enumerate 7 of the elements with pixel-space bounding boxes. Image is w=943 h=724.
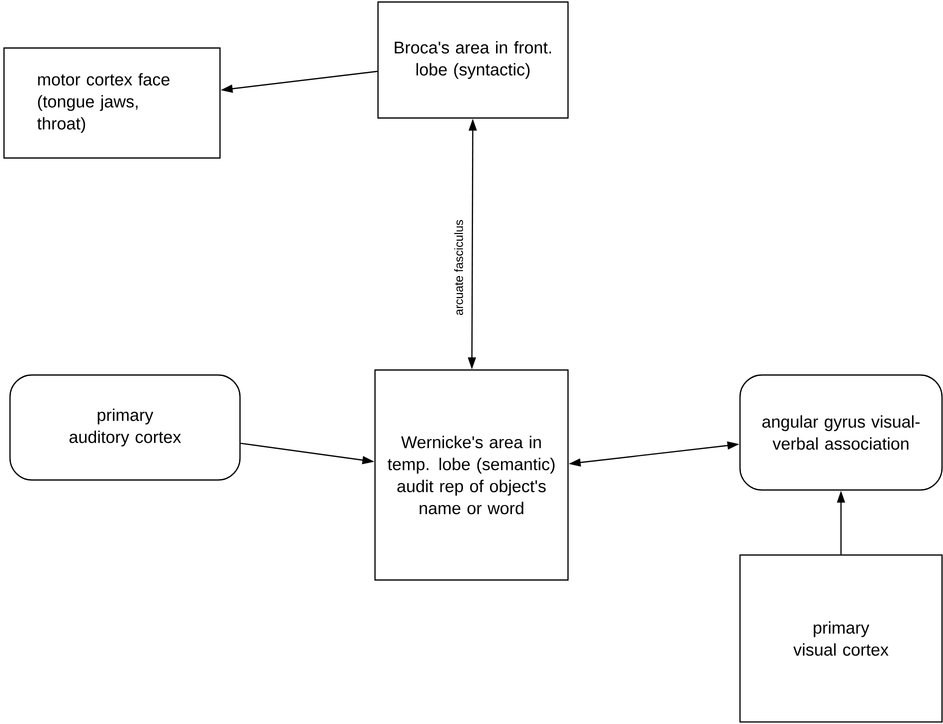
process-box: Wernicke's area in temp. lobe (semantic) audit rep of object's name or word: [374, 369, 569, 581]
process-box: Broca's area in front. lobe (syntactic): [377, 1, 569, 119]
rounded-box: primary auditory cortex: [9, 374, 241, 481]
rounded-box: angular gyrus visual-verbal association: [739, 374, 943, 491]
edge-label: arcuate fasciculus: [453, 218, 464, 317]
process-box: motor cortex face (tongue jaws, throat): [3, 47, 221, 159]
process-box: primary visual cortex: [739, 554, 943, 723]
